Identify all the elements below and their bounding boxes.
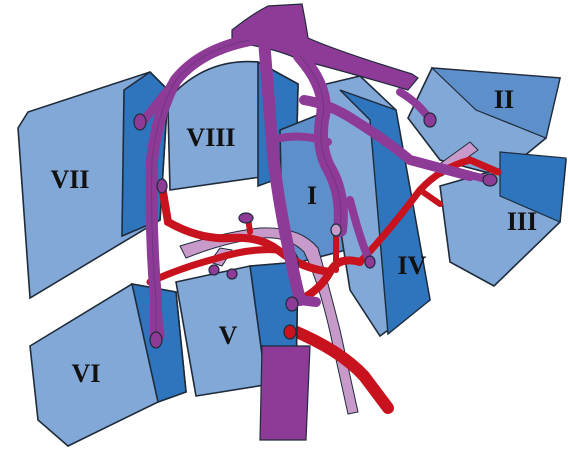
label-segment-IV: IV — [398, 251, 427, 280]
label-segment-V: V — [219, 321, 238, 350]
label-segment-VIII: VIII — [186, 123, 235, 152]
segment-VI — [30, 284, 186, 446]
label-segment-II: II — [494, 85, 514, 114]
label-segment-III: III — [507, 207, 537, 236]
label-segment-VI: VI — [72, 359, 101, 388]
segment-VII — [18, 72, 168, 298]
label-segment-VII: VII — [50, 165, 89, 194]
label-segment-I: I — [307, 181, 317, 210]
